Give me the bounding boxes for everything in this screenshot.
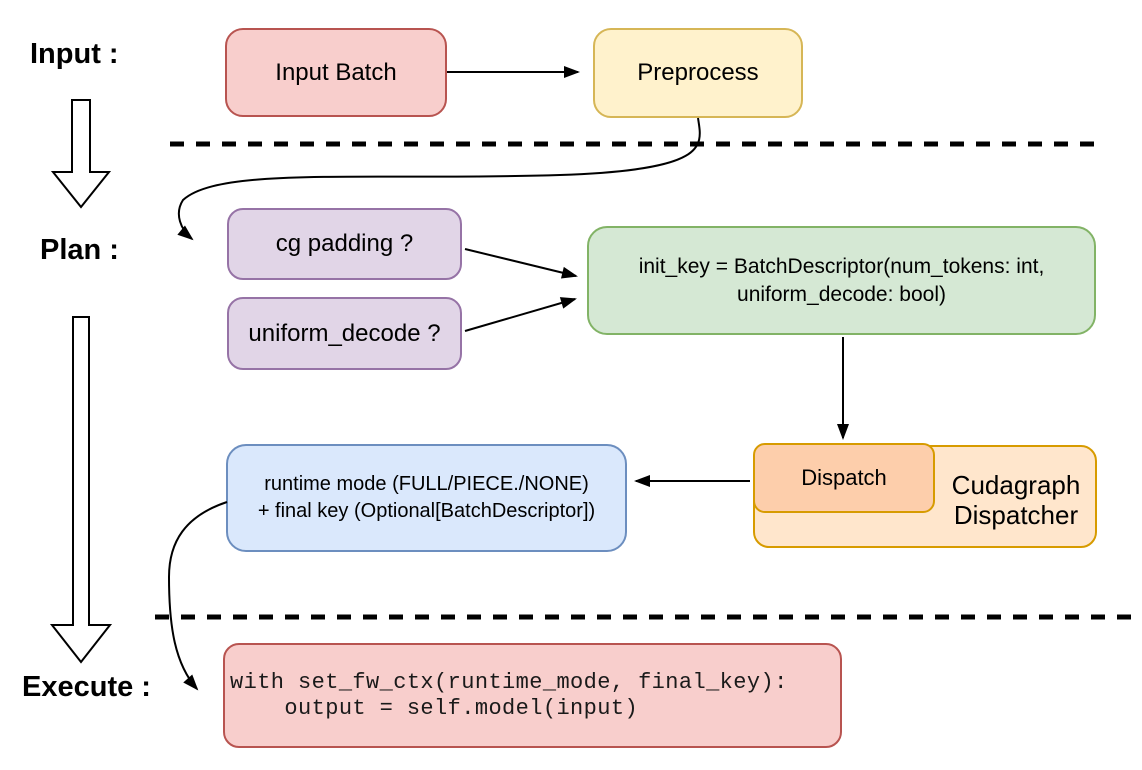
node-uniform-decode: uniform_decode ?: [227, 297, 462, 370]
cg-padding-label: cg padding ?: [275, 230, 414, 258]
node-preprocess: Preprocess: [593, 28, 803, 118]
uniform-decode-label: uniform_decode ?: [248, 319, 441, 347]
init-key-line-2: uniform_decode: bool): [737, 282, 946, 306]
runtime-mode-to-execute-code-arrow: [167, 501, 228, 691]
node-init-key: init_key = BatchDescriptor(num_tokens: i…: [587, 226, 1096, 335]
execute-code-line-2: output = self.model(input): [230, 695, 639, 721]
node-dispatch: Dispatch: [753, 443, 935, 513]
stage-label-execute: Execute :: [22, 671, 151, 703]
node-execute-code: with set_fw_ctx(runtime_mode, final_key)…: [223, 643, 842, 748]
node-input-batch: Input Batch: [225, 28, 447, 117]
preprocess-label: Preprocess: [637, 59, 759, 87]
cudagraph-dispatcher-title: Cudagraph Dispatcher: [935, 470, 1097, 530]
cudagraph-dispatcher-line-1: Cudagraph: [951, 470, 1081, 500]
node-runtime-mode: runtime mode (FULL/PIECE./NONE) + final …: [226, 444, 627, 552]
cudagraph-dispatcher-line-2: Dispatcher: [953, 500, 1079, 530]
cg-padding-to-init-key-arrow: [464, 248, 578, 279]
stage-label-plan: Plan :: [40, 234, 119, 266]
stage-label-input: Input :: [30, 38, 119, 70]
plan-to-execute-hollow-arrow: [49, 316, 113, 664]
dispatch-label: Dispatch: [801, 464, 887, 490]
execute-code-line-1: with set_fw_ctx(runtime_mode, final_key)…: [230, 669, 788, 695]
uniform-decode-to-init-key-arrow: [464, 297, 577, 332]
input-batch-label: Input Batch: [275, 58, 397, 86]
node-cg-padding: cg padding ?: [227, 208, 462, 280]
runtime-mode-line-1: runtime mode (FULL/PIECE./NONE): [264, 473, 589, 495]
runtime-mode-line-2: + final key (Optional[BatchDescriptor]): [257, 500, 596, 522]
input-to-plan-hollow-arrow: [50, 99, 112, 209]
init-key-line-1: init_key = BatchDescriptor(num_tokens: i…: [638, 254, 1045, 278]
